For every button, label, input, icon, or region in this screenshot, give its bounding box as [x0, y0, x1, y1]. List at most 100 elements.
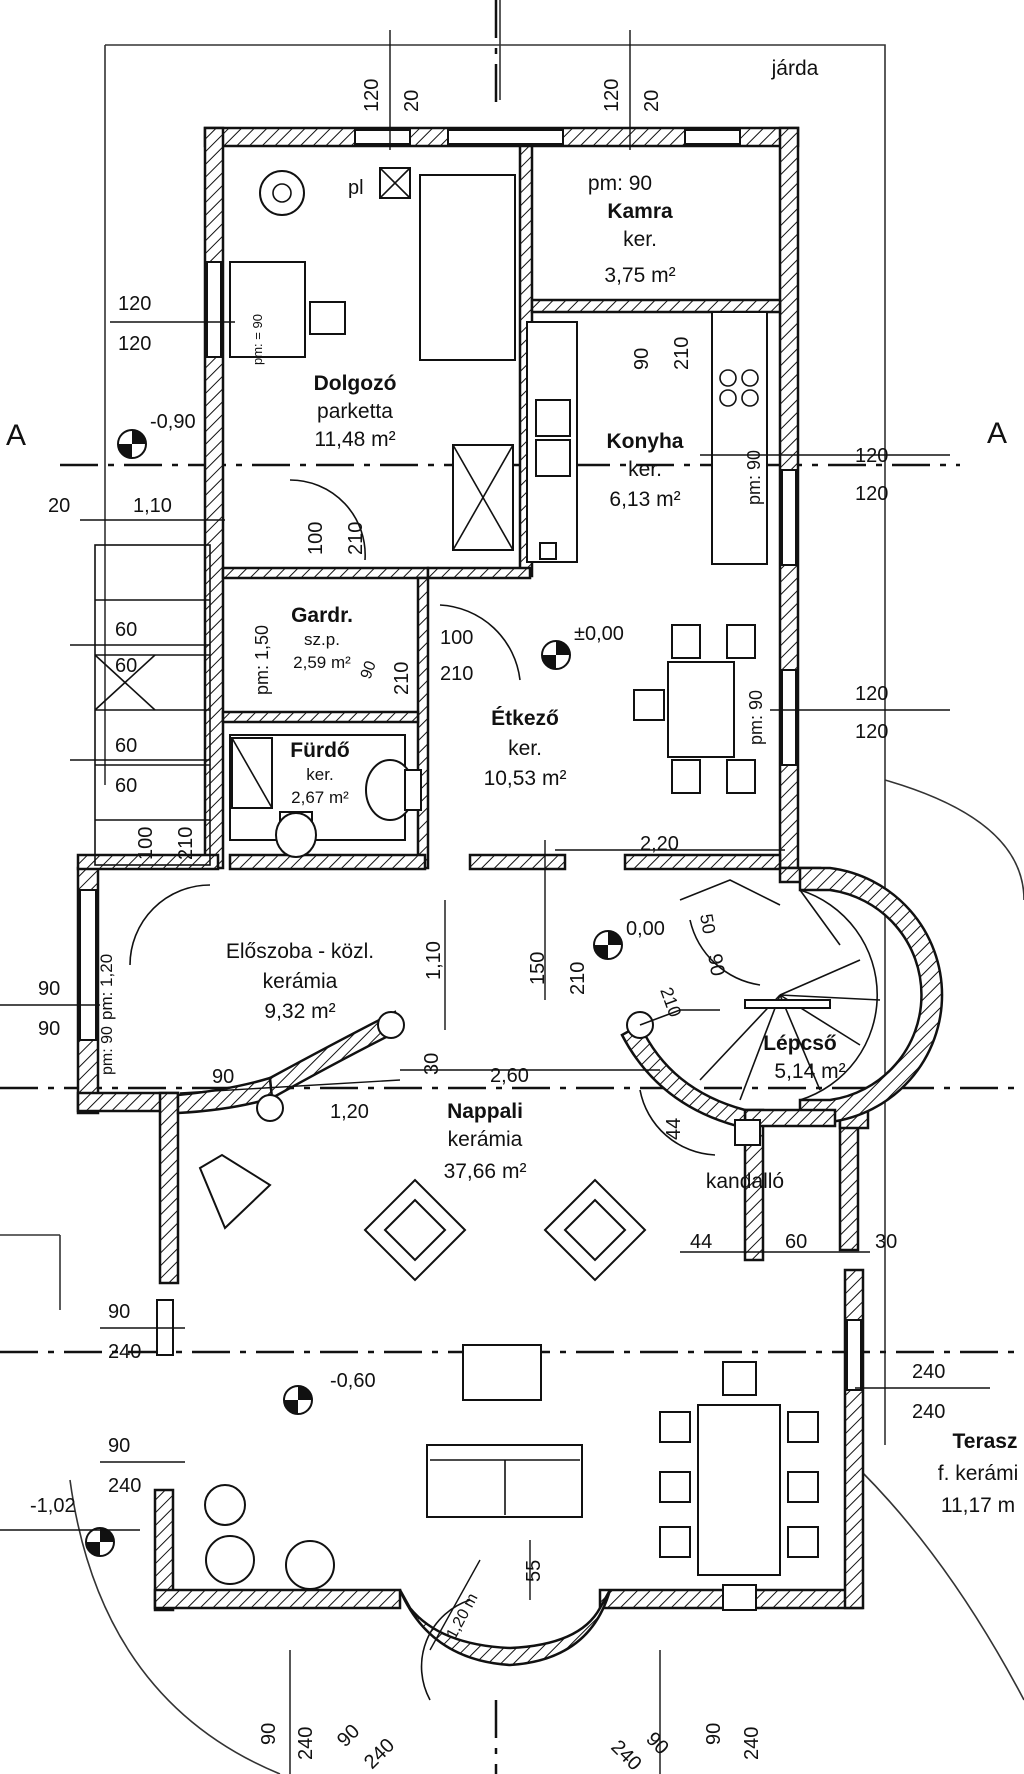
- room-area-gardr: 2,59 m²: [293, 653, 351, 672]
- dim-top-120b: 120: [601, 79, 623, 112]
- room-floor-konyha: ker.: [628, 458, 662, 481]
- dim-gardr-210: 210: [391, 662, 413, 695]
- dim-dolg-100: 100: [305, 522, 327, 555]
- room-name-lepcso: Lépcső: [763, 1032, 837, 1055]
- label-pl: pl: [348, 177, 364, 199]
- sidewalk-label: járda: [771, 57, 819, 80]
- room-area-furdo: 2,67 m²: [291, 788, 349, 807]
- room-floor-eloszoba: kerámia: [263, 970, 338, 993]
- dim-b240b: 240: [360, 1734, 399, 1773]
- dim-w90-l2: 90: [38, 1018, 60, 1040]
- room-name-furdo: Fürdő: [290, 739, 349, 762]
- staircase: [94, 544, 881, 1101]
- dim-120h: 1,20: [330, 1101, 369, 1123]
- dim-r240a: 240: [912, 1361, 945, 1383]
- label-pm90-etkezo: pm: 90: [746, 690, 766, 745]
- room-floor-etkezo: ker.: [508, 737, 542, 760]
- section-mark-left: A: [6, 419, 26, 452]
- section-mark-right: A: [987, 417, 1007, 450]
- label-pm90-elosz: pm: 90: [99, 1026, 116, 1075]
- dim-b90b: 90: [333, 1720, 364, 1751]
- level-etkezo: ±0,00: [574, 623, 624, 645]
- dim-gardr-90: 90: [358, 659, 380, 682]
- dimension-lines: [0, 30, 990, 1774]
- room-name-terasz: Terasz: [953, 1430, 1018, 1453]
- dim-hall-210: 210: [567, 962, 589, 995]
- dim-top-20b: 20: [641, 90, 663, 112]
- dim-w90-l1: 90: [38, 978, 60, 1000]
- room-floor-dolgozo: parketta: [317, 400, 393, 423]
- dim-44h: 44: [690, 1231, 712, 1253]
- dim-60: 60: [785, 1231, 807, 1253]
- dim-top-120a: 120: [361, 79, 383, 112]
- room-sill-kamra: pm: 90: [588, 172, 652, 195]
- plant-icon: [259, 170, 305, 216]
- dim-260: 2,60: [490, 1065, 529, 1087]
- room-area-eloszoba: 9,32 m²: [264, 1000, 335, 1023]
- dim-etk-100: 100: [440, 627, 473, 649]
- room-name-eloszoba: Előszoba - közl.: [226, 940, 374, 963]
- room-floor-terasz: f. kerámi: [938, 1462, 1019, 1485]
- dim-hall-150: 150: [527, 952, 549, 985]
- label-kandallo: kandalló: [706, 1170, 784, 1193]
- plant-icon: [204, 1484, 335, 1590]
- dim-b90c: 90: [641, 1728, 672, 1759]
- dim-n90b: 90: [108, 1435, 130, 1457]
- room-area-nappali: 37,66 m²: [444, 1160, 527, 1183]
- level-nappali: -0,60: [330, 1370, 376, 1392]
- room-floor-kamra: ker.: [623, 228, 657, 251]
- dim-konyha-90: 90: [631, 348, 653, 370]
- dim-stair-60b: 60: [115, 655, 137, 677]
- room-name-dolgozo: Dolgozó: [314, 372, 397, 395]
- dim-bay-55: 55: [523, 1560, 545, 1582]
- dim-right-120c: 120: [855, 683, 888, 705]
- dim-lep-90: 90: [703, 952, 729, 978]
- dim-hall-110: 1,10: [423, 941, 445, 980]
- dim-b90d: 90: [703, 1723, 725, 1745]
- columns: [256, 1011, 654, 1122]
- room-name-nappali: Nappali: [447, 1100, 523, 1123]
- dim-left-120b: 120: [118, 333, 151, 355]
- dim-right-120d: 120: [855, 721, 888, 743]
- level-top-left: -0,90: [150, 411, 196, 433]
- dim-44v: 44: [663, 1118, 685, 1140]
- dim-20l: 20: [48, 495, 70, 517]
- room-name-gardr: Gardr.: [291, 604, 353, 627]
- dim-220: 2,20: [640, 833, 679, 855]
- room-name-konyha: Konyha: [606, 430, 683, 453]
- dim-30b: 30: [875, 1231, 897, 1253]
- room-area-kamra: 3,75 m²: [604, 264, 675, 287]
- room-name-kamra: Kamra: [607, 200, 673, 223]
- label-pm90-dolgozo: pm: = 90: [250, 314, 265, 365]
- windows: [79, 129, 862, 1391]
- dim-right-120b: 120: [855, 483, 888, 505]
- dim-stair-60a: 60: [115, 619, 137, 641]
- dim-dolg-210: 210: [345, 522, 367, 555]
- dim-n240a: 240: [108, 1341, 141, 1363]
- room-floor-gardr: sz.p.: [304, 630, 340, 649]
- dim-left-120a: 120: [118, 293, 151, 315]
- level-markers: [85, 429, 623, 1557]
- dim-st-210: 210: [175, 827, 197, 860]
- dim-110: 1,10: [133, 495, 172, 517]
- dim-n90a: 90: [108, 1301, 130, 1323]
- dim-right-120a: 120: [855, 445, 888, 467]
- room-area-etkezo: 10,53 m²: [484, 767, 567, 790]
- dim-stair-60c: 60: [115, 735, 137, 757]
- room-area-konyha: 6,13 m²: [609, 488, 680, 511]
- dim-konyha-210: 210: [671, 337, 693, 370]
- level-eloszoba: 0,00: [626, 918, 665, 940]
- dim-b240a: 240: [295, 1727, 317, 1760]
- level-outside: -1,02: [30, 1495, 76, 1517]
- room-area-dolgozo: 11,48 m²: [314, 428, 395, 451]
- label-pm90-konyha: pm: 90: [744, 450, 764, 505]
- bay-window: [398, 1589, 612, 1667]
- room-area-terasz: 11,17 m: [941, 1494, 1015, 1517]
- label-pm120-elosz: pm: 1,20: [97, 954, 116, 1020]
- label-pm150-gardr: pm: 1,50: [252, 625, 272, 695]
- dim-90h: 90: [212, 1066, 234, 1088]
- dim-b240c: 240: [606, 1736, 645, 1774]
- dim-stair-60d: 60: [115, 775, 137, 797]
